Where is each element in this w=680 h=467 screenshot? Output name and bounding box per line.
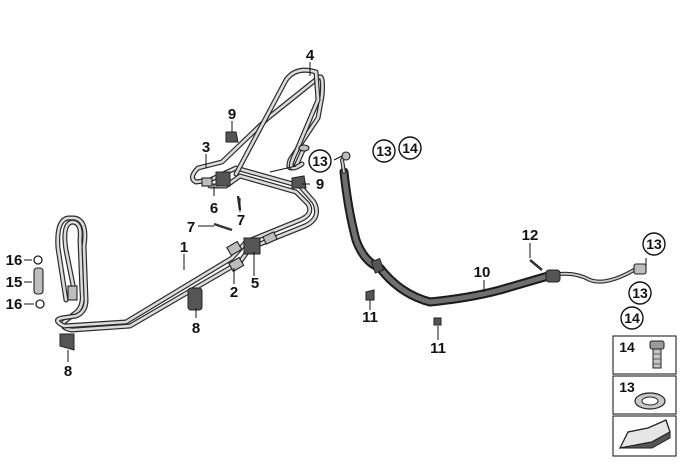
label-part-10: 10: [474, 264, 491, 281]
label-part-7-left: 7: [187, 219, 195, 236]
clamp-6: [215, 171, 231, 187]
label-part-16-bottom: 16: [6, 296, 23, 313]
sleeve-15: [33, 267, 44, 295]
direction-arrow-icon: [618, 419, 671, 449]
legend-box-14: [612, 335, 677, 375]
o-ring-16-top: [33, 255, 43, 265]
clip-11-right: [433, 317, 442, 326]
clamp-5: [243, 237, 261, 255]
o-ring-16-bottom: [35, 299, 45, 309]
bolt-12: [529, 259, 543, 271]
seal-parts: [33, 255, 45, 309]
bolt-7-left: [213, 222, 233, 232]
label-part-11-left: 11: [362, 309, 378, 326]
pipe-assembly-left: [55, 67, 325, 333]
clip-11-left: [365, 289, 375, 301]
label-part-11-right: 11: [430, 340, 446, 357]
fitting-2b: [228, 256, 245, 273]
label-part-16-top: 16: [6, 252, 23, 269]
label-part-5: 5: [251, 275, 259, 292]
callout-13-right-mid: [628, 281, 652, 305]
hose-end-lower: [633, 263, 647, 275]
label-part-15: 15: [6, 274, 23, 291]
callout-14-right-text: 14: [624, 310, 640, 326]
callout-13-hose-top-text: 13: [312, 153, 328, 169]
label-part-9-top: 9: [228, 106, 236, 123]
sealing-ring-icon: [634, 392, 666, 410]
leader-lines: [24, 62, 647, 362]
callout-14-right: [620, 306, 644, 330]
label-part-2: 2: [230, 284, 238, 301]
callout-13-upper-text: 13: [376, 143, 392, 159]
bracket-8-center: [187, 287, 203, 311]
hose-10: [339, 151, 647, 326]
fitting-6: [201, 177, 213, 187]
label-part-8-left: 8: [64, 363, 72, 380]
label-part-6: 6: [210, 200, 218, 217]
callout-14-upper-text: 14: [402, 140, 418, 156]
legend-label-13: 13: [619, 379, 635, 395]
circled-callouts: 13 13 14 13 13 14: [308, 136, 666, 330]
fitting-5: [262, 231, 278, 245]
part-labels: 4 9 3 6 7 7 1 2 5 8 8 16 15 16 9 11 11 1…: [6, 47, 539, 380]
callout-13-right-mid-text: 13: [632, 285, 648, 301]
callout-14-upper: [398, 136, 422, 160]
legend-label-14: 14: [619, 339, 635, 355]
banjo-bolt-icon: [649, 340, 665, 369]
label-part-3: 3: [202, 139, 210, 156]
label-part-7-right: 7: [237, 212, 245, 229]
callout-13-right-top-text: 13: [646, 236, 662, 252]
fitting-16: [67, 285, 78, 301]
label-part-4: 4: [306, 47, 315, 64]
label-part-12: 12: [522, 227, 539, 244]
callout-13-hose-top: [308, 149, 332, 173]
legend-panel: 14 13: [612, 335, 677, 457]
label-part-8-center: 8: [192, 320, 200, 337]
callout-13-right-top: [642, 232, 666, 256]
callout-13-upper: [372, 139, 396, 163]
fittings: [59, 131, 310, 351]
hose-end-upper: [341, 151, 351, 161]
label-part-1: 1: [180, 239, 188, 256]
hose-sleeve: [370, 258, 385, 274]
fitting-2a: [226, 240, 243, 257]
clip-9-top: [225, 131, 239, 143]
label-part-9-right: 9: [316, 176, 324, 193]
hose-crimp: [545, 269, 561, 283]
clip-9-right: [291, 175, 307, 189]
pipe-end-4: [298, 144, 310, 152]
bracket-8-left: [59, 333, 75, 351]
